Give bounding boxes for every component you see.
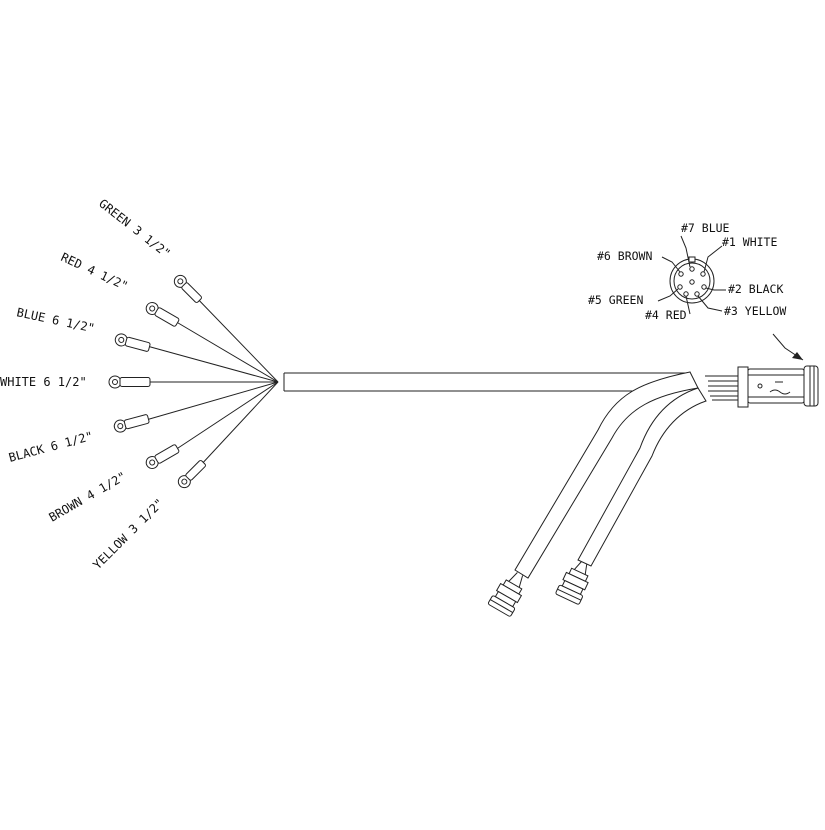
- wire-label-brown: BROWN 4 1/2": [47, 469, 129, 524]
- connector-wire-bundle: [705, 375, 738, 401]
- wire-label-red: RED 4 1/2": [59, 250, 130, 293]
- wire-label-black: BLACK 6 1/2": [7, 429, 94, 465]
- wire-label-white: WHITE 6 1/2": [0, 375, 87, 389]
- connector-pointer-arrow: [772, 333, 804, 361]
- wire-yellow: [198, 381, 279, 468]
- pin-1: [700, 271, 706, 277]
- pin-4: [683, 291, 689, 297]
- wire-label-green: GREEN 3 1/2": [96, 196, 173, 260]
- pin-label-5: #5 GREEN: [588, 293, 643, 307]
- pin-label-7: #7 BLUE: [681, 221, 730, 235]
- wire-fan: [145, 292, 279, 468]
- wire-red: [167, 316, 279, 383]
- ring-terminal-blue: [114, 333, 151, 352]
- pin-label-1: #1 WHITE: [722, 235, 777, 249]
- wire-black: [145, 381, 279, 421]
- ring-terminal-yellow: [177, 460, 206, 489]
- main-cable: [283, 372, 690, 392]
- ring-terminal-red: [145, 302, 180, 327]
- wire-label-blue: BLUE 6 1/2": [15, 305, 96, 335]
- branch-connector-right: [555, 561, 589, 605]
- pin-5: [677, 284, 683, 290]
- pin-6: [678, 271, 684, 277]
- branch-connector-left: [487, 572, 524, 617]
- branch-cable-left: [514, 371, 699, 579]
- pinout-leaders: [657, 235, 726, 315]
- wire-brown: [171, 381, 279, 453]
- branch-cable-right: [577, 387, 707, 567]
- wire-green: [191, 292, 279, 383]
- pin-label-3: #3 YELLOW: [724, 304, 786, 318]
- ring-terminal-green: [173, 274, 202, 303]
- pin-3: [694, 291, 700, 297]
- pin-label-6: #6 BROWN: [597, 249, 652, 263]
- pinout-face: [669, 256, 715, 304]
- ring-terminal-brown: [145, 444, 180, 469]
- pin-label-4: #4 RED: [645, 308, 687, 322]
- wire-label-yellow: YELLOW 3 1/2": [90, 496, 166, 572]
- pin-center: [689, 279, 695, 285]
- wire-blue: [146, 345, 279, 383]
- ring-terminal-white: [108, 375, 151, 389]
- pin-7: [689, 266, 695, 272]
- main-connector: [737, 365, 819, 408]
- ring-terminal-black: [113, 414, 150, 433]
- pin-2: [701, 284, 707, 290]
- pin-label-2: #2 BLACK: [728, 282, 783, 296]
